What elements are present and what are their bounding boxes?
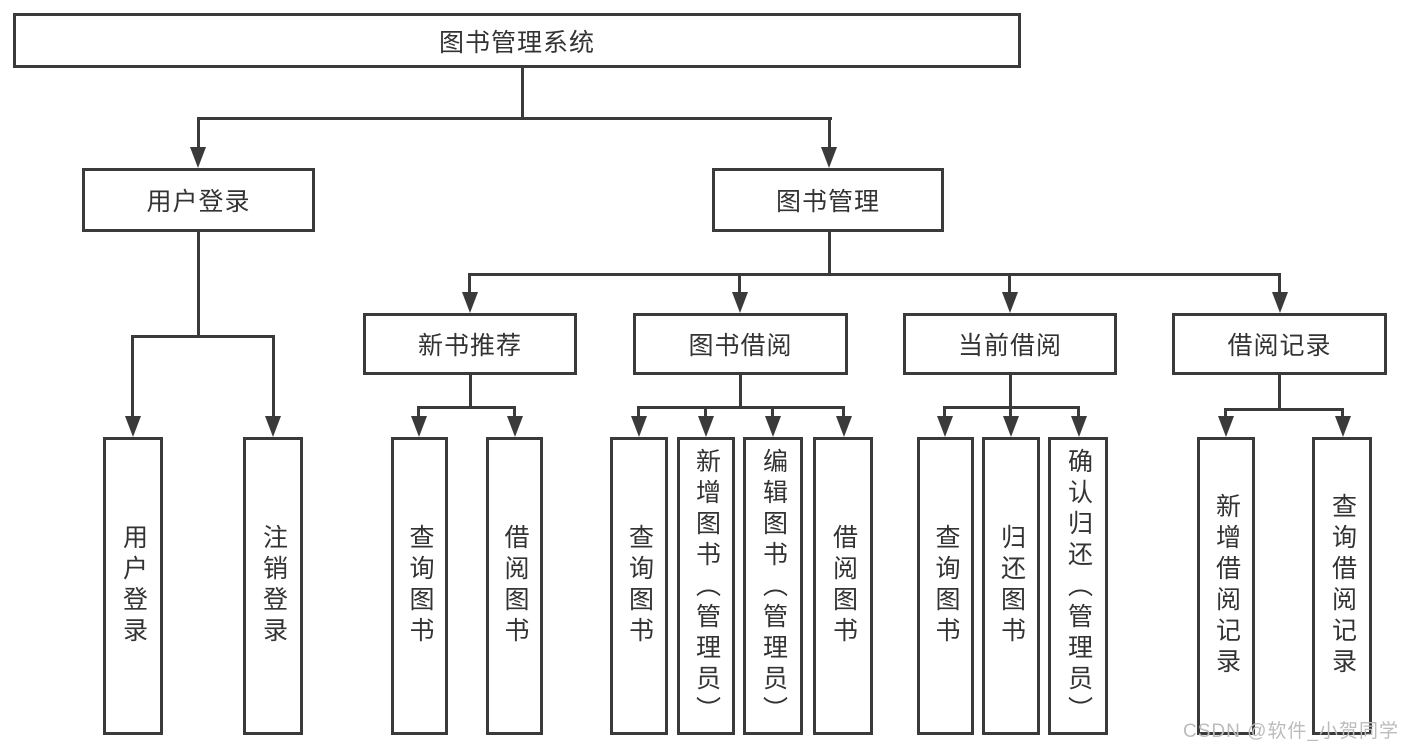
node-label: 查询借阅记录 (1328, 493, 1357, 679)
connector-line (1341, 408, 1344, 417)
arrow-down-icon (631, 416, 647, 437)
connector-line (469, 375, 472, 406)
connector-line (1278, 375, 1281, 408)
arrow-down-icon (1003, 416, 1019, 437)
connector-line (1224, 408, 1227, 417)
node-label: 编辑图书（管理员） (759, 448, 788, 727)
node-new-book-recommend: 新书推荐 (363, 313, 577, 375)
arrow-down-icon (836, 416, 852, 437)
leaf-confirm-return-admin: 确认归还（管理员） (1048, 437, 1108, 735)
leaf-add-borrow-record: 新增借阅记录 (1197, 437, 1255, 735)
connector-line (842, 406, 845, 417)
leaf-user-login: 用户登录 (103, 437, 163, 735)
leaf-search-books-current: 查询图书 (917, 437, 974, 735)
connector-line (197, 232, 200, 335)
connector-line (197, 117, 200, 148)
connector-line (521, 68, 524, 117)
connector-line (1009, 375, 1012, 406)
arrow-down-icon (1218, 416, 1234, 437)
connector-line (468, 273, 471, 293)
leaf-edit-books-admin: 编辑图书（管理员） (743, 437, 803, 735)
connector-line (131, 335, 275, 338)
node-label: 借阅记录 (1227, 332, 1332, 360)
arrow-down-icon (1071, 416, 1087, 437)
node-label: 借阅图书 (501, 524, 529, 648)
node-book-management: 图书管理 (712, 168, 944, 232)
node-borrow-records: 借阅记录 (1172, 313, 1387, 375)
connector-line (417, 406, 420, 417)
leaf-search-books: 查询图书 (610, 437, 668, 735)
connector-line (1009, 406, 1012, 417)
connector-line (828, 232, 831, 273)
node-label: 当前借阅 (957, 332, 1062, 360)
arrow-down-icon (1002, 292, 1018, 313)
node-label: 用户登录 (146, 188, 251, 216)
node-label: 图书借阅 (688, 332, 793, 360)
arrow-down-icon (190, 147, 206, 168)
leaf-add-books-admin: 新增图书（管理员） (677, 437, 735, 735)
arrow-down-icon (125, 416, 141, 437)
csdn-watermark: CSDN @软件_小贺同学 (1183, 721, 1399, 742)
node-label: 图书管理 (775, 188, 880, 216)
node-label: 图书管理系统 (438, 28, 595, 57)
arrow-down-icon (411, 416, 427, 437)
node-label: 用户登录 (119, 524, 148, 648)
arrow-down-icon (1335, 416, 1351, 437)
arrow-down-icon (937, 416, 953, 437)
leaf-search-borrow-record: 查询借阅记录 (1312, 437, 1372, 735)
arrow-down-icon (765, 416, 781, 437)
node-label: 查询图书 (406, 524, 434, 648)
connector-line (739, 375, 742, 406)
node-current-borrow: 当前借阅 (903, 313, 1117, 375)
node-user-login: 用户登录 (82, 168, 315, 232)
leaf-search-books-recommend: 查询图书 (391, 437, 448, 735)
connector-line (417, 406, 516, 409)
node-label: 归还图书 (997, 524, 1026, 648)
arrow-down-icon (462, 292, 478, 313)
arrow-down-icon (265, 416, 281, 437)
leaf-logout: 注销登录 (243, 437, 303, 735)
node-label: 确认归还（管理员） (1064, 448, 1093, 727)
connector-line (1278, 273, 1281, 293)
connector-line (197, 117, 832, 120)
connector-line (131, 335, 134, 417)
connector-line (513, 406, 516, 417)
node-label: 查询图书 (932, 524, 960, 648)
connector-line (943, 406, 946, 417)
connector-line (828, 117, 831, 148)
arrow-down-icon (732, 292, 748, 313)
connector-line (637, 406, 640, 417)
connector-line (272, 335, 275, 417)
leaf-return-books: 归还图书 (982, 437, 1040, 735)
connector-line (1077, 406, 1080, 417)
connector-line (1008, 273, 1011, 293)
connector-line (1224, 408, 1344, 411)
connector-line (738, 273, 741, 293)
connector-line (704, 406, 707, 417)
leaf-borrow-books-recommend: 借阅图书 (486, 437, 543, 735)
node-label: 查询图书 (625, 524, 654, 648)
node-label: 新书推荐 (417, 332, 522, 360)
arrow-down-icon (698, 416, 714, 437)
node-label: 借阅图书 (829, 524, 858, 648)
connector-line (771, 406, 774, 417)
node-label: 新增图书（管理员） (692, 448, 721, 727)
arrow-down-icon (1272, 292, 1288, 313)
node-label: 新增借阅记录 (1212, 493, 1241, 679)
arrow-down-icon (507, 416, 523, 437)
leaf-borrow-books: 借阅图书 (813, 437, 873, 735)
node-root-library-management-system: 图书管理系统 (13, 13, 1021, 68)
arrow-down-icon (821, 147, 837, 168)
node-label: 注销登录 (259, 524, 288, 648)
node-book-borrow: 图书借阅 (633, 313, 848, 375)
connector-line (468, 273, 1281, 276)
connector-line (637, 406, 845, 409)
